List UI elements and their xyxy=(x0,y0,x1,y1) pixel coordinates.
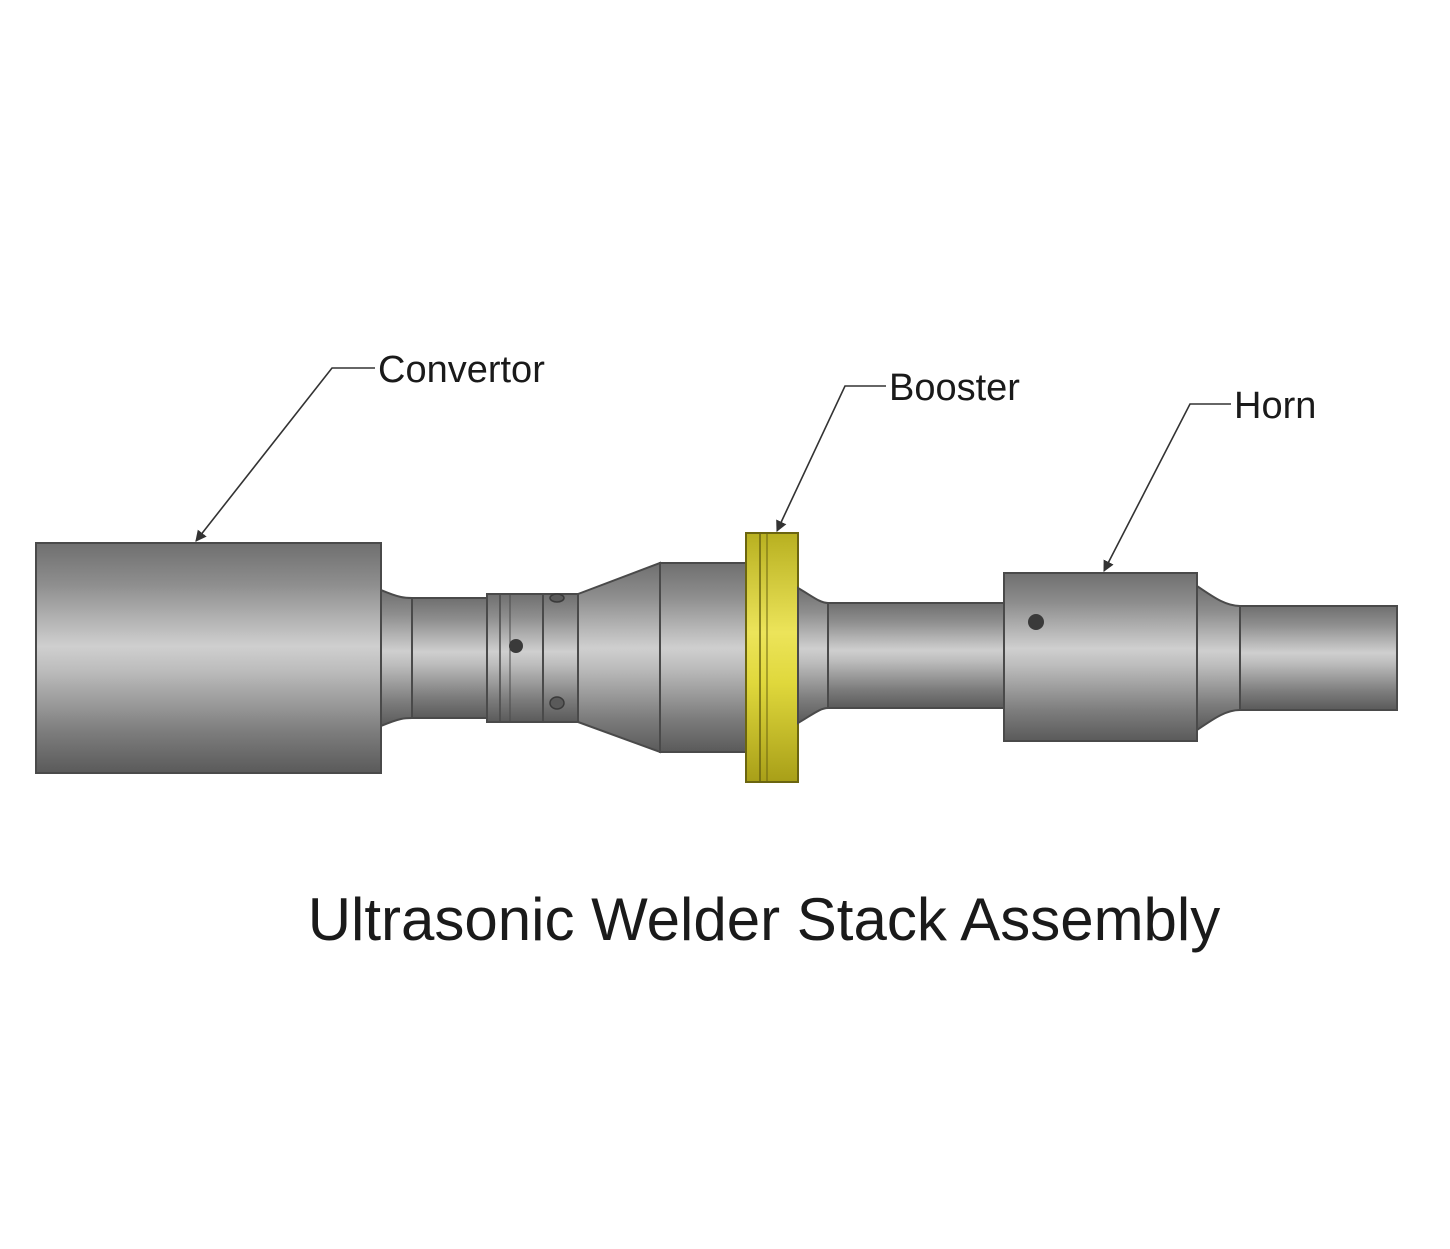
mount-hole-icon xyxy=(1028,614,1044,630)
vent-hole-icon xyxy=(549,696,565,710)
booster-label: Booster xyxy=(889,367,1020,409)
horn-part xyxy=(1003,572,1398,742)
convertor-coupling xyxy=(380,588,579,728)
convertor-leader-line xyxy=(195,367,375,542)
vent-hole-icon xyxy=(509,639,523,653)
booster-ring xyxy=(745,532,799,783)
diagram-title: Ultrasonic Welder Stack Assembly xyxy=(308,886,1221,953)
convertor-part xyxy=(35,542,382,774)
convertor-label: Convertor xyxy=(378,349,545,391)
horn-label: Horn xyxy=(1234,385,1316,427)
booster-leader-line xyxy=(776,385,886,533)
vent-hole-icon xyxy=(549,593,565,603)
booster-part xyxy=(577,532,1005,783)
horn-leader-line xyxy=(1103,403,1231,572)
